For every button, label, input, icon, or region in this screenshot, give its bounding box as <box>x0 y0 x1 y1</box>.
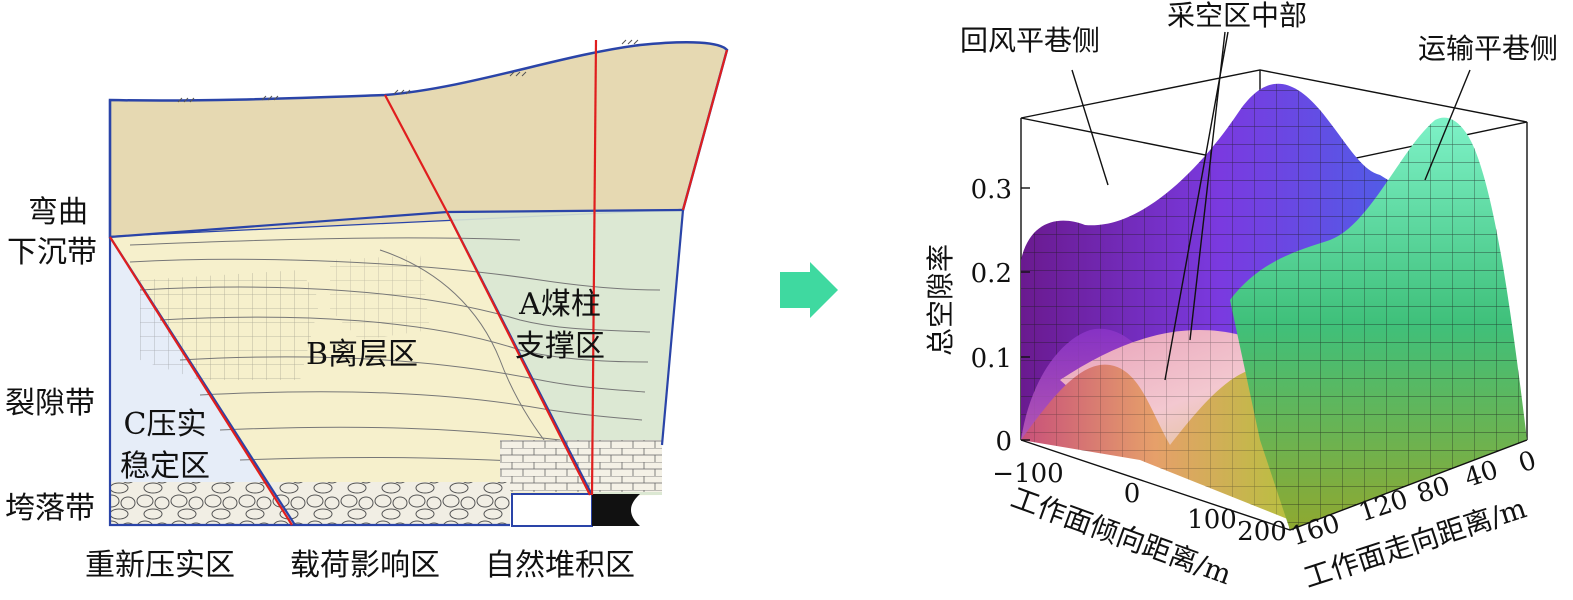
overburden-diagram: 弯曲 下沉带 裂隙带 垮落带 A煤柱 支撑区 B离层区 C压实 稳定区 重新压实… <box>5 39 729 583</box>
label-fracture-zone: 裂隙带 <box>5 386 95 421</box>
label-region-a-2: 支撑区 <box>515 329 605 364</box>
plot-box-front <box>1020 439 1528 531</box>
z-axis: 0 0.1 0.2 0.3 总空隙率 <box>924 175 1030 457</box>
dip-tick-2: 100 <box>1187 505 1237 535</box>
surface-front-orange-mesh <box>1021 364 1290 520</box>
arrow-right-icon <box>780 262 838 318</box>
z-tick-2: 0.2 <box>971 259 1012 289</box>
surface-ticks <box>177 39 639 103</box>
bending-zone <box>108 41 729 239</box>
surface-green-mesh <box>1230 117 1527 530</box>
label-region-c-2: 稳定区 <box>120 449 210 484</box>
annotation-leaders <box>1071 31 1471 381</box>
z-axis-label: 总空隙率 <box>924 244 957 356</box>
label-region-c-1: C压实 <box>124 407 207 442</box>
label-natural-accumulation: 自然堆积区 <box>485 548 635 583</box>
z-tick-1: 0.1 <box>971 344 1012 374</box>
annotation-return-airway: 回风平巷侧 <box>960 24 1100 57</box>
label-bending-2: 下沉带 <box>7 235 97 270</box>
label-region-a-1: A煤柱 <box>518 287 601 322</box>
label-recompaction: 重新压实区 <box>85 548 235 583</box>
dip-tick-1: 0 <box>1124 479 1141 509</box>
annotation-haulage-airway: 运输平巷侧 <box>1418 32 1558 65</box>
red-boundaries <box>109 39 729 526</box>
dip-tick-0: −100 <box>992 459 1063 489</box>
dip-axis-label: 工作面倾向距离/m <box>1007 481 1236 591</box>
surface-plot: 回风平巷侧 采空区中部 运输平巷侧 0 0.1 0.2 0.3 总空隙率 −10… <box>924 0 1558 595</box>
label-caving-zone: 垮落带 <box>5 491 95 526</box>
coal-pillar <box>592 494 640 526</box>
dip-tick-3: 200 <box>1237 517 1287 547</box>
brick-layer <box>500 440 662 492</box>
grid-strata-2 <box>330 255 430 340</box>
annotation-goaf-middle: 采空区中部 <box>1167 0 1307 32</box>
label-bending-1: 弯曲 <box>28 195 88 230</box>
z-tick-3: 0.3 <box>971 175 1012 205</box>
label-region-b: B离层区 <box>306 337 418 372</box>
z-tick-0: 0 <box>995 427 1012 457</box>
label-load-influence: 载荷影响区 <box>290 548 440 583</box>
caving-rubble <box>110 482 510 525</box>
strike-tick-4: 0 <box>1515 446 1540 480</box>
region-a-area <box>447 210 683 495</box>
coal-roadway <box>511 493 593 527</box>
